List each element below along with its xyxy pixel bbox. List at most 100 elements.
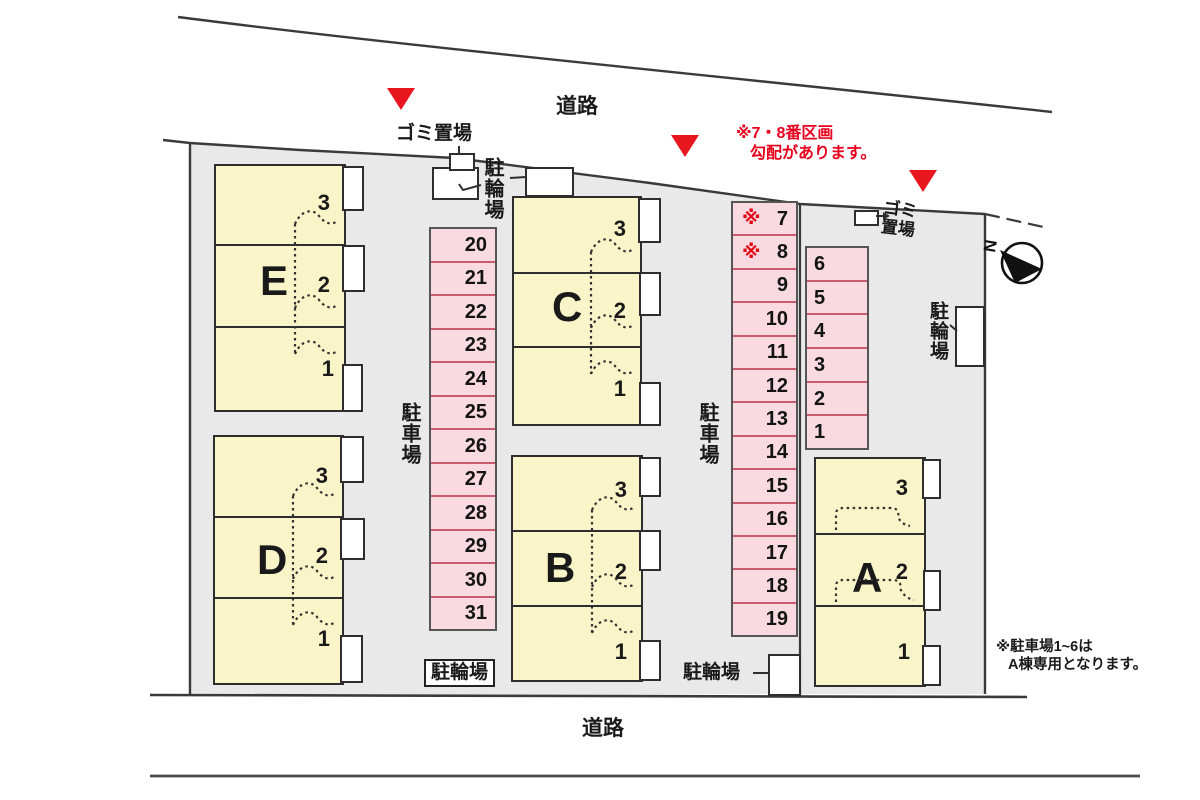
parking-space-number: 25 bbox=[464, 401, 487, 424]
garbage-area-top-label: ゴミ置場 bbox=[396, 123, 473, 144]
floor-divider bbox=[215, 597, 342, 599]
bike-parking-bottom-right-label: 駐輪場 bbox=[683, 662, 741, 683]
parking-space-number: 8 bbox=[776, 241, 788, 264]
room-number: 2 bbox=[613, 298, 626, 323]
floor-divider bbox=[216, 326, 344, 328]
parking-space: 4 bbox=[807, 313, 867, 347]
building-D-label: D bbox=[257, 536, 288, 583]
parking-column-7-19: ※7 ※8 9 10 11 12 13 14 15 16 17 18 19 bbox=[731, 201, 798, 637]
bike-parking-right-label: 駐輪場 bbox=[927, 301, 948, 361]
parking-lot-left-label: 駐車場 bbox=[398, 402, 420, 465]
bike-parking-box bbox=[768, 654, 801, 696]
slope-note: ※7・8番区画 勾配があります。 bbox=[736, 124, 876, 164]
parking-lot-mid-label: 駐車場 bbox=[696, 402, 718, 465]
floor-divider bbox=[816, 533, 924, 535]
parking-space: 14 bbox=[733, 434, 796, 468]
parking-reserved-note: ※駐車場1~6は A棟専用となります。 bbox=[996, 638, 1147, 674]
parking-space-number: 24 bbox=[464, 367, 487, 390]
room-number: 1 bbox=[897, 639, 910, 664]
room-number: 3 bbox=[613, 216, 626, 241]
parking-space: 2 bbox=[807, 380, 867, 415]
parking-space: 22 bbox=[431, 294, 495, 328]
building-E: E 3 2 1 bbox=[214, 164, 346, 412]
parking-space-number: 19 bbox=[765, 608, 788, 631]
room-number: 1 bbox=[317, 626, 330, 651]
garbage-box bbox=[854, 210, 879, 226]
compass-icon: N bbox=[980, 238, 1044, 285]
building-C-label: C bbox=[552, 283, 583, 330]
parking-space-number: 5 bbox=[814, 286, 826, 309]
bike-parking-top-label: 駐輪場 bbox=[481, 157, 503, 220]
parking-space: 24 bbox=[431, 361, 495, 395]
room-number: 2 bbox=[614, 559, 627, 584]
parking-space-number: 16 bbox=[765, 508, 788, 531]
parking-space-number: 20 bbox=[464, 233, 487, 256]
room-number: 3 bbox=[317, 190, 330, 215]
entry-box bbox=[340, 518, 365, 560]
road-bottom-label: 道路 bbox=[582, 717, 624, 740]
parking-space-number: 10 bbox=[765, 307, 788, 330]
parking-space-number: 29 bbox=[464, 535, 487, 558]
room-number: 3 bbox=[315, 463, 328, 488]
floor-divider bbox=[216, 244, 344, 246]
parking-space-number: 26 bbox=[464, 434, 487, 457]
reserved-note-line2: A棟専用となります。 bbox=[1008, 657, 1148, 674]
entry-box bbox=[639, 457, 661, 497]
entrance-marker-icon bbox=[387, 88, 415, 110]
parking-space-number: 7 bbox=[776, 207, 788, 230]
road-edge-dashed bbox=[984, 212, 1049, 230]
entry-box bbox=[922, 645, 941, 686]
road-top-label: 道路 bbox=[556, 95, 598, 118]
garbage-right-line2: 置場 bbox=[879, 216, 916, 240]
room-number: 2 bbox=[895, 559, 908, 584]
parking-space-number: 4 bbox=[814, 320, 826, 343]
parking-space: 17 bbox=[733, 534, 796, 568]
parking-space-number: 27 bbox=[464, 468, 487, 491]
parking-space: 10 bbox=[733, 301, 796, 334]
room-number: 1 bbox=[613, 376, 626, 401]
building-E-label: E bbox=[260, 257, 289, 304]
parking-space-number: 2 bbox=[814, 387, 826, 410]
slope-note-line1: ※7・8番区画 bbox=[736, 125, 834, 142]
building-C: C 3 2 1 bbox=[512, 196, 642, 426]
parking-space: 23 bbox=[431, 327, 495, 362]
parking-space: 20 bbox=[431, 229, 495, 261]
entry-box bbox=[639, 272, 661, 316]
entry-box bbox=[340, 436, 364, 483]
parking-space-number: 14 bbox=[765, 441, 788, 464]
parking-space: 5 bbox=[807, 279, 867, 314]
room-number: 2 bbox=[317, 272, 330, 297]
entry-box bbox=[342, 166, 364, 211]
building-B-label: B bbox=[545, 544, 576, 591]
parking-space: 1 bbox=[807, 414, 867, 448]
bike-parking-box bbox=[955, 306, 985, 367]
entrance-marker-icon bbox=[909, 170, 937, 192]
parking-space: 6 bbox=[807, 248, 867, 280]
entry-box bbox=[342, 245, 365, 292]
entry-box bbox=[639, 640, 661, 681]
entry-box bbox=[340, 635, 363, 683]
parking-space: 18 bbox=[733, 568, 796, 601]
room-number: 1 bbox=[614, 639, 627, 664]
parking-space: 15 bbox=[733, 468, 796, 501]
parking-column-20-31: 20 21 22 23 24 25 26 27 28 29 30 31 bbox=[429, 227, 497, 631]
parking-space-number: 13 bbox=[765, 408, 788, 431]
parking-space-number: 15 bbox=[765, 474, 788, 497]
site-bottom-boundary bbox=[149, 693, 1028, 699]
building-B: B 3 2 1 bbox=[511, 455, 643, 682]
slope-mark: ※ bbox=[742, 208, 761, 230]
floor-divider bbox=[816, 605, 924, 607]
parking-space-number: 21 bbox=[464, 267, 487, 290]
floor-divider bbox=[513, 530, 641, 532]
parking-space: 19 bbox=[733, 601, 796, 635]
entry-box bbox=[639, 530, 661, 571]
parking-space-number: 30 bbox=[464, 568, 487, 591]
parking-space: 30 bbox=[431, 562, 495, 596]
parking-space: 11 bbox=[733, 334, 796, 368]
entry-box bbox=[922, 459, 941, 499]
parking-space-number: 11 bbox=[766, 341, 788, 364]
slope-note-line2: 勾配があります。 bbox=[750, 145, 877, 162]
parking-space: ※8 bbox=[733, 234, 796, 267]
parking-space: 3 bbox=[807, 347, 867, 381]
